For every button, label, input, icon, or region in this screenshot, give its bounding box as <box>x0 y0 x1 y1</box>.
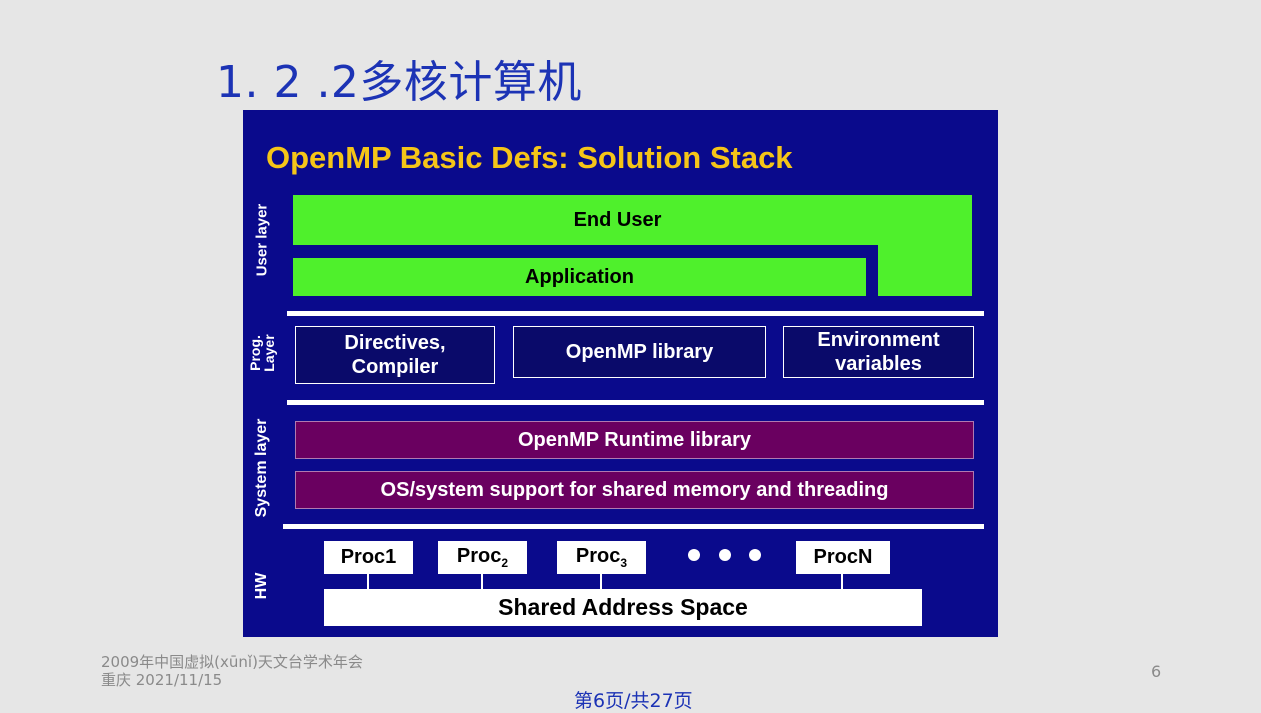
proc2-label: Proc2 <box>457 545 508 570</box>
procN-connector <box>841 574 843 590</box>
application-label: Application <box>525 265 634 288</box>
page-count: 第6页/共27页 <box>574 690 693 712</box>
prog-layer-text: Prog. Layer <box>247 334 277 372</box>
end-user-box: End User <box>293 195 972 245</box>
directives-compiler-label: Directives, Compiler <box>344 332 446 378</box>
proc1-label: Proc1 <box>340 546 397 568</box>
proc3-connector <box>600 574 602 590</box>
system-layer-label: System layer <box>253 418 270 518</box>
directives-compiler-box: Directives, Compiler <box>295 326 495 384</box>
prog-layer-label: Prog. Layer <box>247 327 277 379</box>
solution-stack-diagram: OpenMP Basic Defs: Solution Stack User l… <box>243 110 998 637</box>
os-support-label: OS/system support for shared memory and … <box>380 478 889 501</box>
environment-variables-label: Environment variables <box>817 329 940 375</box>
hw-layer-label: HW <box>253 572 270 600</box>
slide-page-number: 6 <box>1151 662 1162 681</box>
procN-box: ProcN <box>796 541 890 574</box>
separator-prog-system <box>287 400 984 405</box>
procN-label: ProcN <box>813 546 873 568</box>
proc2-box: Proc2 <box>438 541 527 574</box>
openmp-library-box: OpenMP library <box>513 326 766 378</box>
proc2-subscript: 2 <box>501 556 509 570</box>
proc3-label: Proc3 <box>576 545 627 570</box>
end-user-box-extension <box>878 240 972 296</box>
proc3-subscript: 3 <box>620 556 628 570</box>
openmp-library-label: OpenMP library <box>565 341 714 363</box>
slide-title: 1. 2 .2多核计算机 <box>216 57 582 108</box>
proc3-base: Proc <box>575 545 621 567</box>
ellipsis-dot-3 <box>749 549 761 561</box>
proc1-box: Proc1 <box>324 541 413 574</box>
proc1-connector <box>367 574 369 590</box>
openmp-runtime-box: OpenMP Runtime library <box>295 421 974 459</box>
separator-system-hw <box>283 524 984 529</box>
environment-variables-box: Environment variables <box>783 326 974 378</box>
end-user-label: End User <box>573 208 662 231</box>
diagram-title: OpenMP Basic Defs: Solution Stack <box>266 140 793 175</box>
shared-address-space-box: Shared Address Space <box>324 589 922 626</box>
proc2-base: Proc <box>456 545 502 567</box>
separator-user-prog <box>287 311 984 316</box>
slide-footer: 2009年中国虚拟(xūnǐ)天文台学术年会 重庆 2021/11/15 <box>101 653 363 689</box>
proc3-box: Proc3 <box>557 541 646 574</box>
proc2-connector <box>481 574 483 590</box>
os-support-box: OS/system support for shared memory and … <box>295 471 974 509</box>
ellipsis-dot-2 <box>719 549 731 561</box>
user-layer-label: User layer <box>253 203 271 277</box>
openmp-runtime-label: OpenMP Runtime library <box>517 428 751 451</box>
application-box: Application <box>293 258 866 296</box>
ellipsis-dot-1 <box>688 549 700 561</box>
shared-address-space-label: Shared Address Space <box>498 594 748 620</box>
